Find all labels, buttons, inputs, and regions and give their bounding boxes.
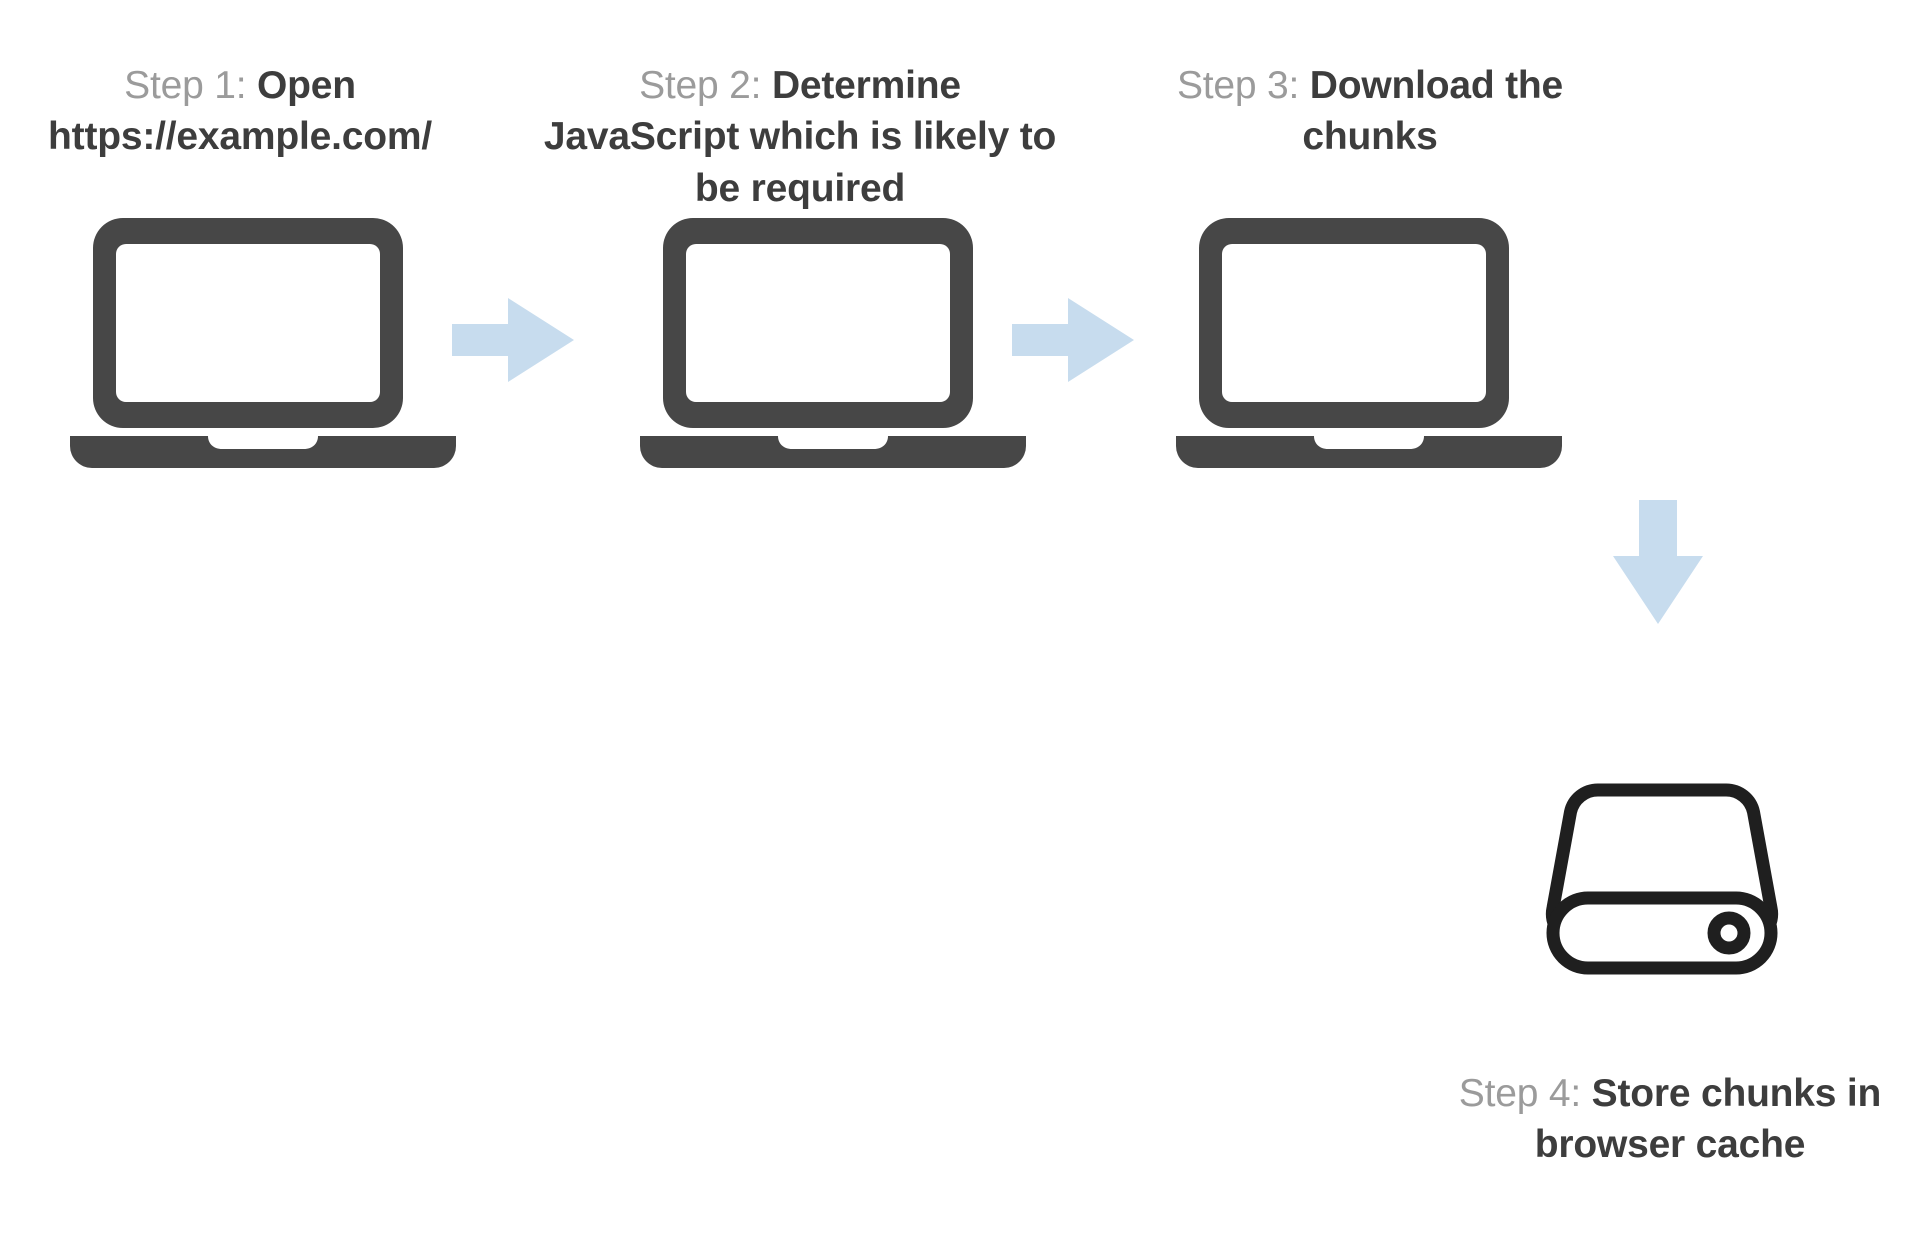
arrow-down-icon [1612, 500, 1704, 624]
step-1-label: Step 1: [124, 64, 257, 107]
storage-drive-icon [1543, 780, 1781, 978]
step-2-caption: Step 2: Determine JavaScript which is li… [540, 60, 1060, 214]
laptop-icon [638, 206, 1028, 468]
step-2-description: Determine JavaScript which is likely to … [543, 64, 1057, 210]
step-4-label: Step 4: [1458, 1072, 1592, 1115]
step-2-label: Step 2: [639, 64, 772, 107]
step-4-caption: Step 4: Store chunks in browser cache [1455, 1068, 1885, 1171]
laptop-icon [1174, 206, 1564, 468]
arrow-right-icon [1012, 296, 1134, 384]
laptop-icon [68, 206, 458, 468]
step-3-description: Download the chunks [1302, 64, 1564, 159]
step-1-caption: Step 1: Open https://example.com/ [30, 60, 450, 163]
step-1-description: Open https://example.com/ [48, 64, 432, 159]
step-4-description: Store chunks in browser cache [1534, 1072, 1882, 1167]
step-3-caption: Step 3: Download the chunks [1170, 60, 1570, 163]
step-3-label: Step 3: [1176, 64, 1310, 107]
arrow-right-icon [452, 296, 574, 384]
